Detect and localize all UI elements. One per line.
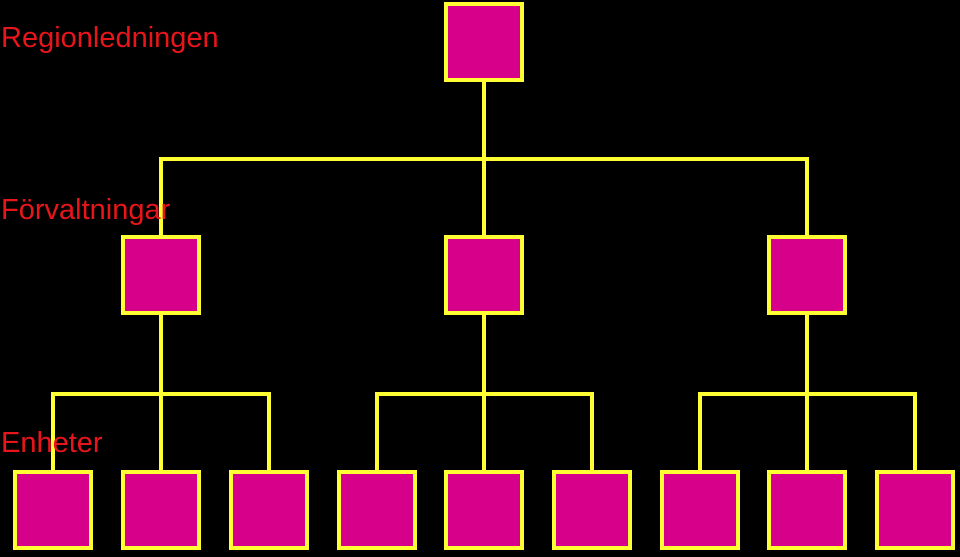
enhet-node-8: [767, 470, 847, 550]
enhet-node-7: [660, 470, 740, 550]
enhet-node-9: [875, 470, 955, 550]
level-label-enheter: Enheter: [1, 427, 103, 459]
enhet-node-2: [121, 470, 201, 550]
connector-lines: [51, 78, 917, 474]
enhet-node-5: [444, 470, 524, 550]
level-label-forvaltningar: Förvaltningar: [1, 194, 171, 226]
regionledning-node: [444, 2, 524, 82]
enhet-node-1: [13, 470, 93, 550]
forvaltning-node-2: [444, 235, 524, 315]
forvaltning-node-3: [767, 235, 847, 315]
enhet-node-3: [229, 470, 309, 550]
enhet-node-6: [552, 470, 632, 550]
enhet-node-4: [337, 470, 417, 550]
level-label-regionledningen: Regionledningen: [1, 22, 219, 54]
org-nodes: [13, 2, 955, 550]
forvaltning-node-1: [121, 235, 201, 315]
